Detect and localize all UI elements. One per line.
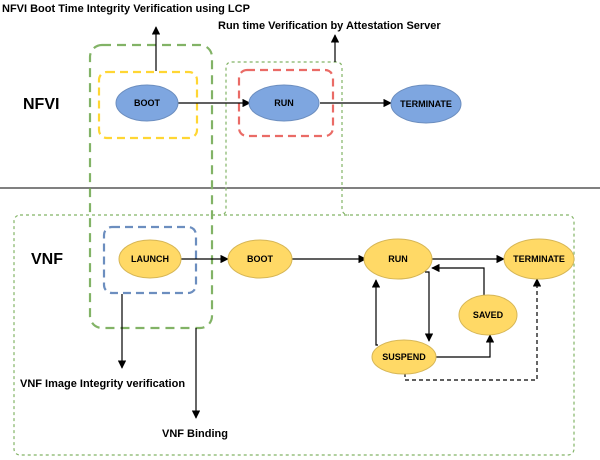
- nfvi-boot-state: BOOT: [115, 84, 179, 122]
- vnf-terminate-label: TERMINATE: [513, 254, 565, 264]
- vnf-section-label: VNF: [31, 251, 63, 268]
- nfvi-run-label: RUN: [274, 98, 294, 108]
- vnf-terminate-state: TERMINATE: [503, 238, 575, 280]
- attestation-region: [212, 61, 350, 216]
- vnf-run-to-suspend-arrow: [424, 271, 434, 342]
- vnf-binding-label: VNF Binding: [162, 428, 228, 440]
- vnf-launch-label: LAUNCH: [131, 254, 169, 264]
- nfvi-section-label: NFVI: [23, 96, 59, 113]
- vnf-saved-to-run-arrow: [431, 263, 485, 296]
- run-verification-box: [237, 68, 335, 138]
- vnf-suspend-to-saved-arrow: [436, 334, 495, 358]
- nfvi-terminate-label: TERMINATE: [400, 99, 452, 109]
- vnf-boot-label: BOOT: [247, 254, 274, 264]
- attestation-verification-label: Run time Verification by Attestation Ser…: [218, 20, 441, 32]
- vnf-run-state: RUN: [363, 238, 433, 280]
- vnf-saved-state: SAVED: [458, 294, 518, 336]
- nfvi-run-state: RUN: [248, 84, 320, 122]
- nfvi-boot-label: BOOT: [134, 98, 161, 108]
- vnf-run-label: RUN: [388, 254, 408, 264]
- boot-verification-box: [97, 70, 199, 140]
- vnf-container: [13, 214, 575, 456]
- vnf-launch-state: LAUNCH: [118, 239, 182, 279]
- vnf-saved-label: SAVED: [473, 310, 504, 320]
- vnf-boot-state: BOOT: [227, 239, 293, 279]
- lcp-verification-label: NFVI Boot Time Integrity Verification us…: [2, 3, 250, 15]
- vnf-suspend-label: SUSPEND: [382, 352, 426, 362]
- nfvi-terminate-state: TERMINATE: [390, 84, 462, 124]
- lcp-region: [88, 43, 214, 330]
- vnf-suspend-state: SUSPEND: [371, 339, 437, 375]
- vnf-suspend-to-terminate-arrow: [404, 278, 542, 381]
- vnf-suspend-to-run-arrow: [371, 279, 381, 346]
- launch-verification-box: [102, 225, 198, 295]
- image-integrity-label: VNF Image Integrity verification: [20, 378, 185, 390]
